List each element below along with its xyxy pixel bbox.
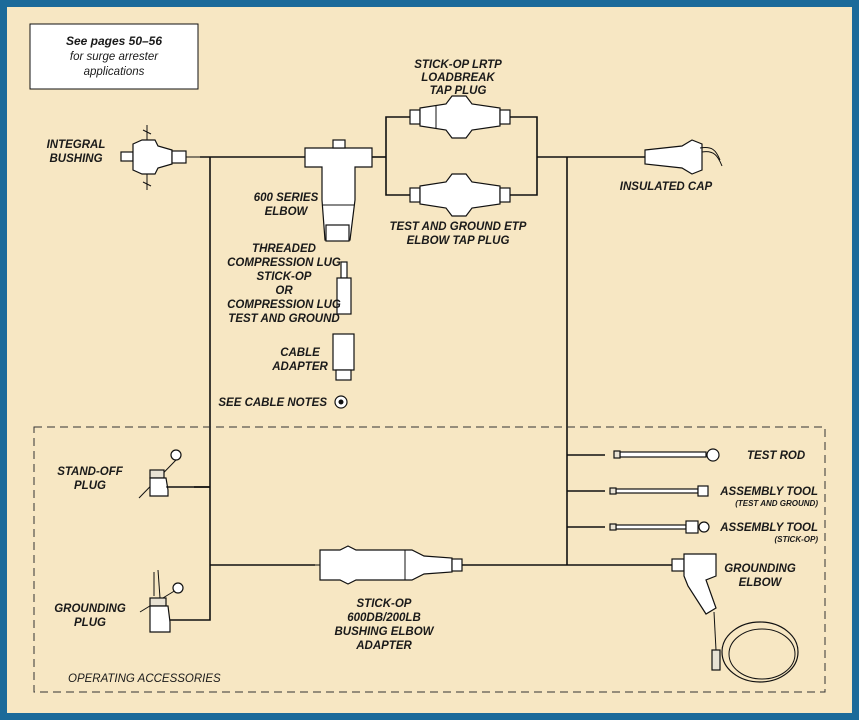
compression-lug-icon [336,261,352,315]
integral-bushing-icon [120,125,200,190]
connection-lines [168,116,672,621]
assembly-tool-stick-op-icon [609,520,710,534]
elbow-600-label-1: 600 SERIES [254,192,319,204]
etp-label-2: ELBOW TAP PLUG [407,235,510,247]
bushing-adapter-label-1: STICK-OP [357,598,412,610]
elbow-600-label-2: ELBOW [265,206,309,218]
lug-label-4: OR [275,285,293,297]
grounding-plug-icon [139,569,184,633]
note-line-3: applications [84,66,145,78]
standoff-plug-label-1: STAND-OFF [57,466,124,478]
elbow-600-series-icon [304,139,373,242]
bushing-elbow-adapter-icon [315,545,463,585]
lug-label-2: COMPRESSION LUG [227,257,341,269]
etp-tap-plug-icon [409,173,511,217]
cable-adapter-icon [332,333,355,381]
cable-notes-symbol-icon [334,395,348,409]
lug-label-6: TEST AND GROUND [228,313,339,325]
lrtp-label-1: STICK-OP LRTP [414,59,502,71]
integral-bushing-label-2: BUSHING [49,153,102,165]
insulated-cap-icon [644,139,723,175]
integral-bushing-label-1: INTEGRAL [47,139,106,151]
bushing-adapter-label-3: BUSHING ELBOW [334,626,434,638]
grounding-plug-label-1: GROUNDING [54,603,126,615]
grounding-plug-label-2: PLUG [74,617,106,629]
assembly-tool-2-sublabel: (STICK-OP) [774,535,818,544]
assembly-tool-test-and-ground-icon [609,485,709,497]
standoff-plug-icon [138,449,194,499]
lrtp-label-2: LOADBREAK [421,72,495,84]
insulated-cap-label: INSULATED CAP [620,181,713,193]
cable-adapter-label-1: CABLE [280,347,320,359]
grounding-elbow-label-1: GROUNDING [724,563,796,575]
grounding-elbow-label-2: ELBOW [739,577,783,589]
note-line-1: See pages 50–56 [66,34,162,48]
note-line-2: for surge arrester [70,51,159,63]
bushing-adapter-label-4: ADAPTER [355,640,412,652]
lrtp-label-3: TAP PLUG [430,85,487,97]
lrtp-tap-plug-icon [409,95,511,139]
operating-accessories-region [33,426,826,693]
assembly-tool-1-label: ASSEMBLY TOOL [719,486,818,498]
operating-accessories-label: OPERATING ACCESSORIES [68,673,221,685]
cable-adapter-label-2: ADAPTER [271,361,328,373]
assembly-tool-1-sublabel: (TEST AND GROUND) [735,499,818,508]
etp-label-1: TEST AND GROUND ETP [390,221,527,233]
bushing-adapter-label-2: 600DB/200LB [347,612,421,624]
grounding-elbow-icon [671,553,799,683]
lug-label-5: COMPRESSION LUG [227,299,341,311]
cable-notes-label: SEE CABLE NOTES [218,397,327,409]
labels: INTEGRAL BUSHING 600 SERIES ELBOW STICK-… [47,59,819,685]
lug-label-1: THREADED [252,243,316,255]
standoff-plug-label-2: PLUG [74,480,106,492]
lug-label-3: STICK-OP [257,271,312,283]
test-rod-label: TEST ROD [747,450,805,462]
test-rod-icon [613,448,720,462]
surge-arrester-note: See pages 50–56 for surge arrester appli… [29,23,199,90]
assembly-tool-2-label: ASSEMBLY TOOL [719,522,818,534]
